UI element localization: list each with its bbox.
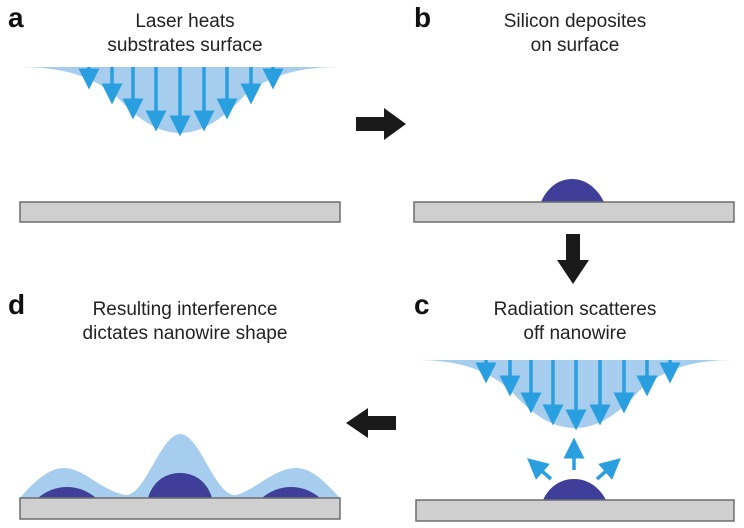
caption-a-line1: Laser heats bbox=[135, 11, 235, 32]
nanowire-b bbox=[541, 179, 604, 202]
scatter-rays-c bbox=[527, 437, 621, 481]
panel-c bbox=[415, 360, 735, 522]
caption-b: Silicon deposites on surface bbox=[470, 10, 680, 58]
arrow-up-icon bbox=[527, 458, 553, 481]
caption-c: Radiation scatteres off nanowire bbox=[470, 298, 680, 346]
laser-rays-c bbox=[475, 360, 681, 431]
substrate-a bbox=[19, 201, 341, 223]
substrate-c bbox=[415, 499, 735, 522]
arrow-left-icon bbox=[346, 408, 396, 438]
panel-letter-d: d bbox=[8, 289, 26, 320]
substrate-d bbox=[19, 497, 341, 520]
arrow-down-icon bbox=[557, 234, 589, 284]
caption-b-line1: Silicon deposites bbox=[503, 11, 647, 32]
panel-letter-c: c bbox=[414, 289, 430, 320]
nanowire-d-right bbox=[262, 487, 320, 498]
panel-b bbox=[413, 179, 735, 223]
nanowire-d-center bbox=[148, 473, 212, 498]
caption-d-line1: Resulting interference bbox=[92, 299, 278, 320]
panel-d bbox=[19, 434, 341, 520]
caption-c-line2: off nanowire bbox=[523, 323, 627, 344]
panel-letter-b: b bbox=[414, 2, 432, 33]
caption-a-line2: substrates surface bbox=[107, 35, 263, 56]
nanowire-d-left bbox=[38, 487, 96, 498]
caption-d-line2: dictates nanowire shape bbox=[82, 323, 288, 344]
arrow-up-icon bbox=[595, 458, 621, 481]
panel-letter-a: a bbox=[8, 2, 24, 33]
caption-d: Resulting interference dictates nanowire… bbox=[50, 298, 320, 346]
nanowire-c bbox=[543, 479, 606, 500]
laser-rays-a bbox=[78, 67, 284, 137]
caption-a: Laser heats substrates surface bbox=[90, 10, 280, 58]
caption-b-line2: on surface bbox=[530, 35, 620, 56]
panel-a bbox=[19, 67, 341, 223]
interference-intensity-d bbox=[20, 434, 340, 498]
arrow-right-icon bbox=[356, 108, 406, 140]
caption-c-line1: Radiation scatteres bbox=[493, 299, 657, 320]
substrate-b bbox=[413, 201, 735, 223]
